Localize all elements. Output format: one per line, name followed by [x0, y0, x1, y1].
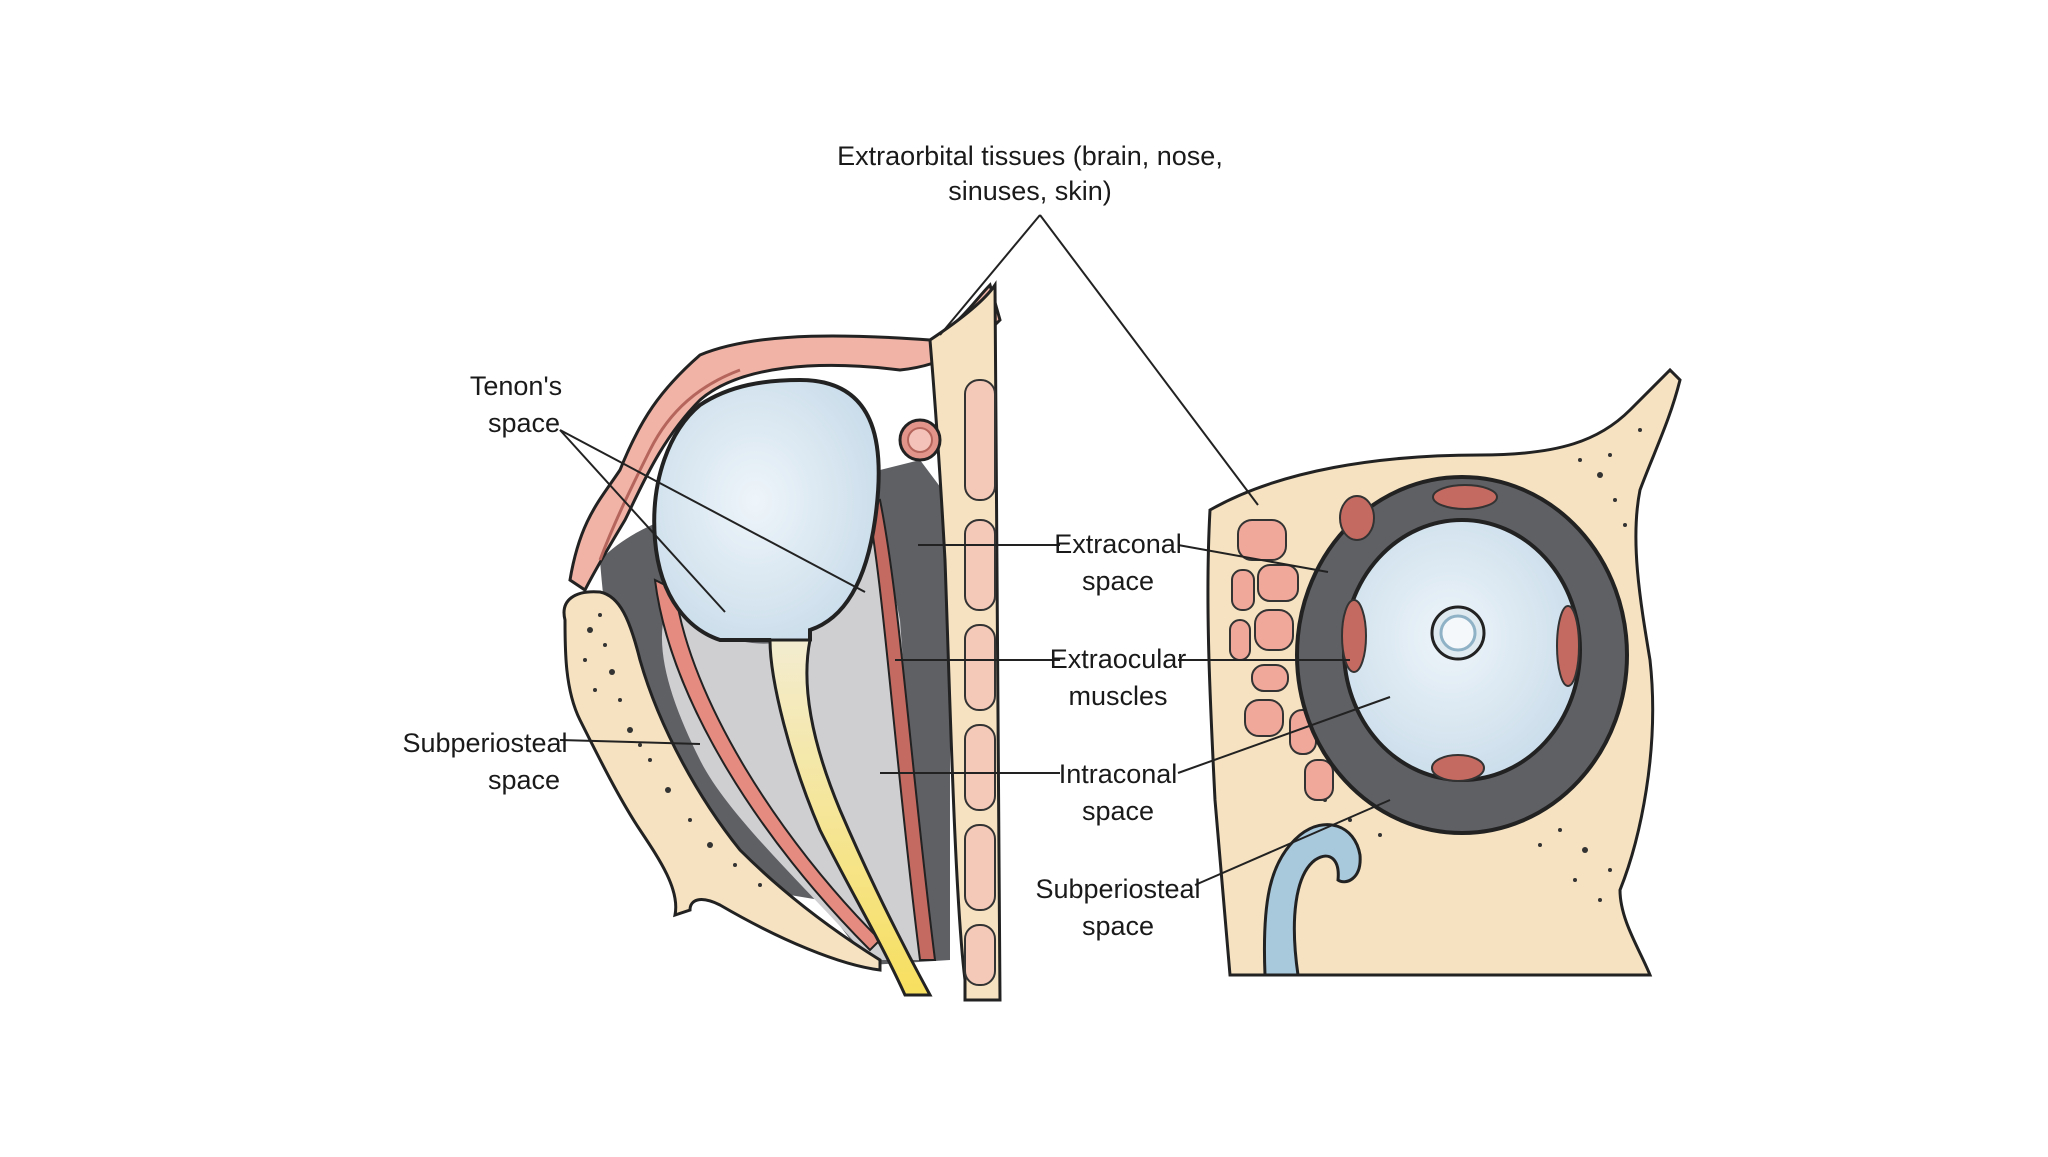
- label-extraconal-line1: Extraconal: [1054, 529, 1182, 559]
- label-subperiosteal-left-line2: space: [488, 765, 560, 795]
- superior-rectus-muscle: [866, 498, 937, 961]
- label-extraocular-line2: muscles: [1068, 681, 1167, 711]
- sagittal-view: [562, 280, 1002, 1002]
- label-extraorbital-line1: Extraorbital tissues (brain, nose,: [837, 141, 1223, 171]
- label-intraconal-line1: Intraconal: [1059, 759, 1178, 789]
- rectus-muscles-coronal: [1339, 484, 1580, 782]
- label-extraocular-line1: Extraocular: [1050, 644, 1187, 674]
- medial-rectus-coronal: [1341, 599, 1367, 673]
- inferior-rectus-muscle: [653, 578, 882, 952]
- optic-nerve-sagittal: [768, 638, 933, 997]
- label-extraconal-line2: space: [1082, 566, 1154, 596]
- label-intraconal-line2: space: [1082, 796, 1154, 826]
- label-tenons-line2: space: [488, 408, 560, 438]
- superior-rectus-coronal: [1432, 484, 1498, 510]
- label-subperiosteal-right-line1: Subperiosteal: [1035, 874, 1200, 904]
- label-extraorbital-line2: sinuses, skin): [948, 176, 1112, 206]
- superior-vessel-lumen: [907, 427, 933, 453]
- inferior-rectus-coronal: [1431, 754, 1485, 782]
- labels: Extraorbital tissues (brain, nose, sinus…: [402, 141, 1222, 941]
- nasolacrimal-duct: [1262, 823, 1362, 977]
- label-subperiosteal-left-line1: Subperiosteal: [402, 728, 567, 758]
- globe-sagittal: [652, 377, 881, 651]
- lateral-rectus-coronal: [1556, 605, 1580, 687]
- optic-nerve-core: [1439, 614, 1477, 652]
- bone-trabeculae-left: [583, 613, 762, 887]
- coronal-view: [1206, 367, 1682, 977]
- eyelid-skin: [568, 282, 1002, 593]
- facial-bone-blocks: [964, 379, 996, 986]
- superior-oblique-coronal: [1339, 495, 1375, 541]
- leader-lines: [559, 214, 1391, 886]
- label-tenons-line1: Tenon's: [470, 371, 562, 401]
- label-subperiosteal-right-line2: space: [1082, 911, 1154, 941]
- eyelid-inner-layer: [598, 368, 741, 561]
- orbital-floor-bone: [562, 590, 882, 972]
